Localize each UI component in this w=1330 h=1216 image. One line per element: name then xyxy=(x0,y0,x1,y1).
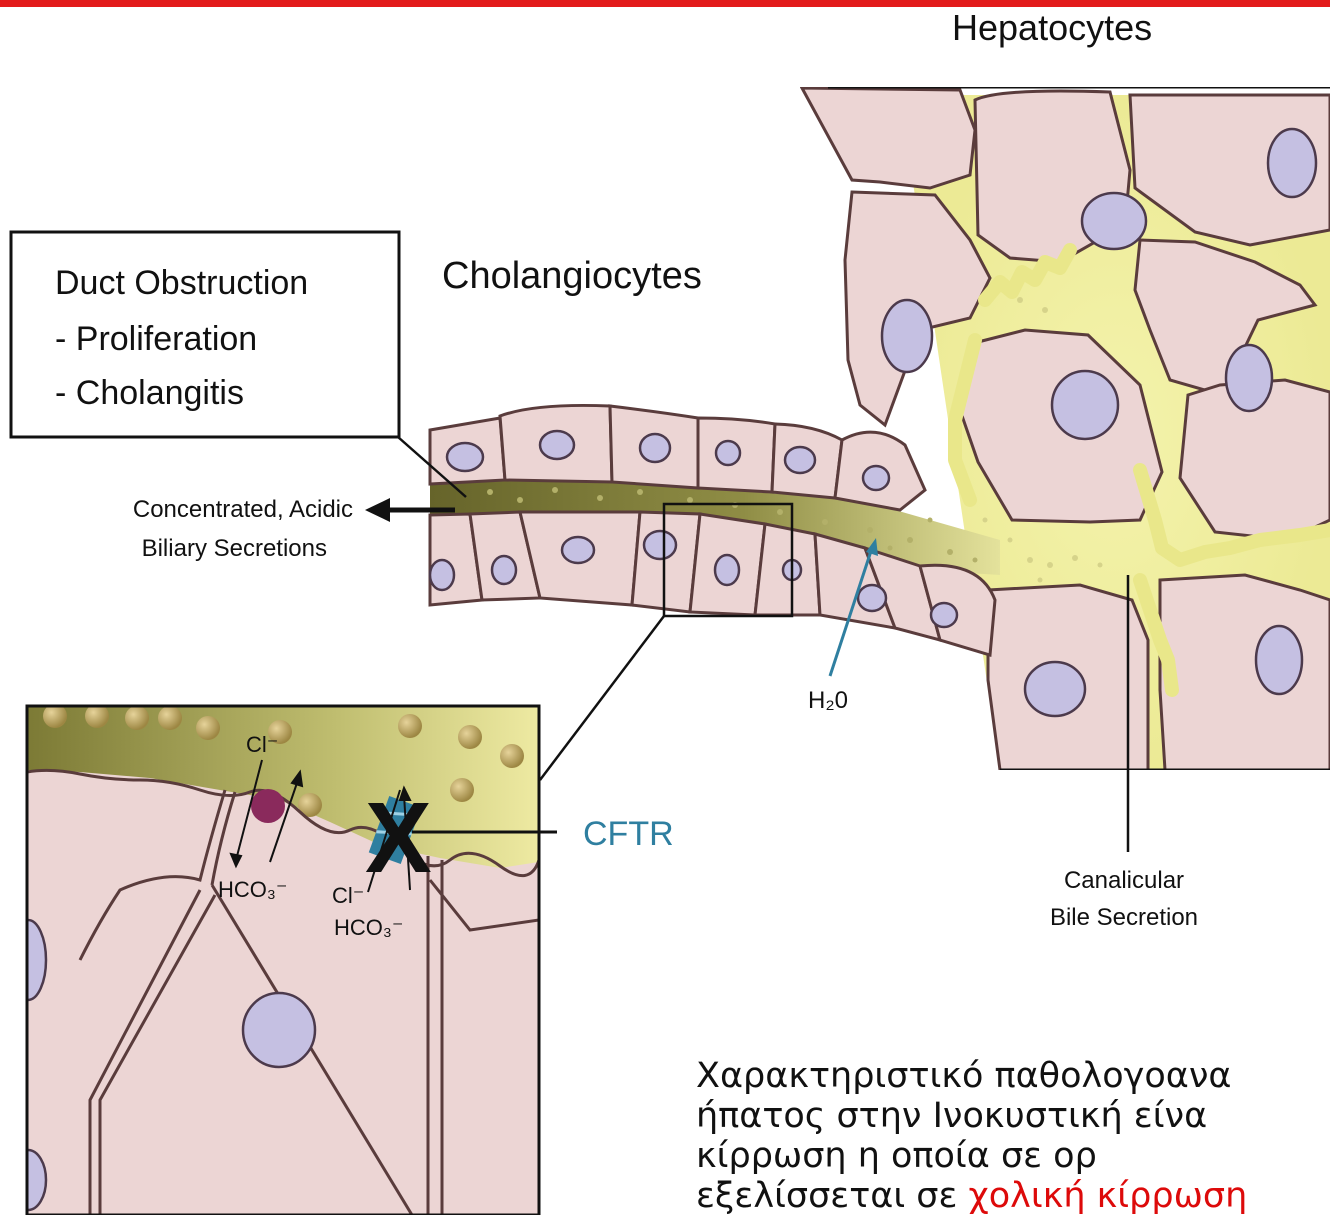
cholangiocyte-nucleus xyxy=(447,443,483,471)
hepatocyte-cell xyxy=(1160,575,1330,770)
caption-line-3: κίρρωση η οποία σε ορ xyxy=(696,1136,1330,1176)
cholangiocyte-nucleus xyxy=(785,447,815,473)
hepatocyte-nucleus xyxy=(1025,662,1085,716)
cholangiocytes-label: Cholangiocytes xyxy=(442,255,702,297)
inset-nucleus xyxy=(243,993,315,1067)
cholangiocyte-nucleus xyxy=(644,531,676,559)
box-title: Duct Obstruction xyxy=(55,264,308,302)
box-item-proliferation: - Proliferation xyxy=(55,320,257,358)
connector-line xyxy=(540,616,664,780)
cholangiocyte-nucleus xyxy=(716,441,740,465)
caption-line-1: Χαρακτηριστικό παθολογοανα xyxy=(696,1056,1330,1096)
cholangiocyte-nucleus xyxy=(858,585,886,611)
hepatocyte-nucleus xyxy=(882,300,932,372)
cftr-blocked-mark: X xyxy=(365,782,432,894)
cftr-hco3-label: HCO₃⁻ xyxy=(334,915,403,940)
caption-line-4-start: εξελίσσεται σε xyxy=(696,1176,969,1216)
inset-detail xyxy=(10,704,539,1215)
cholangiocyte-nucleus xyxy=(540,431,574,459)
caption-line-4: εξελίσσεται σε χολική κίρρωση xyxy=(696,1176,1330,1216)
hepatocytes-label: Hepatocytes xyxy=(952,7,1152,48)
secretions-label-1: Concentrated, Acidic xyxy=(133,496,353,523)
caption-line-2: ήπατος στην Ινοκυστική είνα xyxy=(696,1096,1330,1136)
cholangiocyte-nucleus xyxy=(562,537,594,563)
hepatocyte-nucleus xyxy=(1082,193,1146,249)
inset-hco3-label: HCO₃⁻ xyxy=(218,877,287,902)
hepatocyte-nucleus xyxy=(1256,626,1302,694)
hepatocyte-nucleus xyxy=(1268,129,1316,197)
canalicular-label-2: Bile Secretion xyxy=(1050,904,1198,931)
canalicular-label-1: Canalicular xyxy=(1064,867,1184,894)
bile-duct xyxy=(430,405,1000,655)
cholangiocyte-nucleus xyxy=(931,603,957,627)
cholangiocyte-lower xyxy=(632,512,700,612)
cholangiocyte-nucleus xyxy=(430,560,454,590)
secretions-label-2: Biliary Secretions xyxy=(142,535,327,562)
anion-exchanger xyxy=(251,789,285,823)
caption-highlight-biliary-cirrhosis: χολική κίρρωση xyxy=(969,1176,1248,1216)
hepatocyte-tissue xyxy=(802,87,1330,770)
top-red-rule xyxy=(0,0,1330,7)
hepatocyte-cell xyxy=(802,88,975,188)
hepatocyte-nucleus xyxy=(1052,371,1118,439)
hepatocyte-nucleus xyxy=(1226,345,1272,411)
box-item-cholangitis: - Cholangitis xyxy=(55,374,244,412)
cholangiocyte-nucleus xyxy=(492,556,516,584)
cholangiocyte-nucleus xyxy=(715,555,739,585)
cholangiocyte-nucleus xyxy=(640,434,670,462)
cftr-cl-label: Cl⁻ xyxy=(332,883,364,908)
water-label: H₂0 xyxy=(808,687,848,714)
cholangiocyte-nucleus xyxy=(863,466,889,490)
greek-caption: Χαρακτηριστικό παθολογοανα ήπατος στην Ι… xyxy=(696,1056,1330,1216)
cftr-label: CFTR xyxy=(583,815,674,853)
inset-cl-label: Cl⁻ xyxy=(246,732,278,757)
